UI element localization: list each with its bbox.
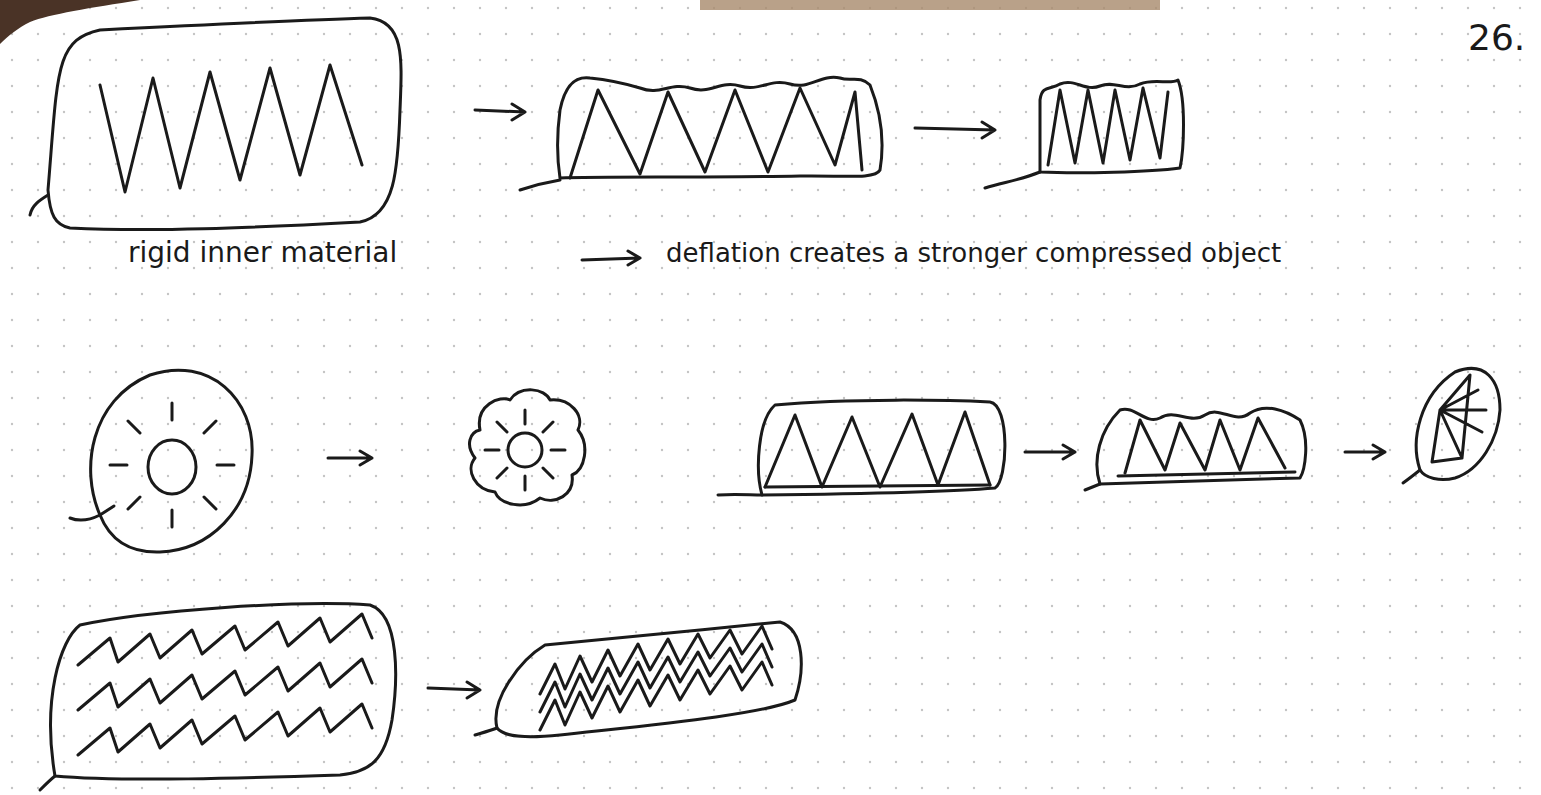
arrow: [1345, 445, 1385, 459]
compressed-pouch: [985, 80, 1184, 188]
round-pouch: [70, 370, 252, 552]
arrow: [1025, 445, 1075, 459]
folding-pouch: [718, 400, 1005, 495]
round-pouch-deflated: [470, 390, 585, 505]
inflated-pouch: [30, 18, 401, 230]
zigzag-pouch-compressed: [475, 622, 801, 737]
arrow: [475, 104, 525, 120]
page-edge-shadow: [700, 0, 1160, 10]
arrow: [328, 451, 372, 465]
arrow: [428, 682, 480, 698]
note-text: deflation creates a stronger compressed …: [666, 238, 1281, 269]
folded-pouch: [1403, 368, 1500, 483]
arrow: [915, 122, 995, 138]
folding-pouch-deflating: [1085, 408, 1306, 490]
page-number: 26.: [1468, 16, 1525, 59]
note-text: rigid inner material: [128, 236, 397, 270]
deflating-pouch: [520, 77, 882, 190]
zigzag-pouch: [40, 604, 396, 790]
page-corner-shadow: [0, 0, 140, 44]
arrow: [582, 251, 640, 265]
